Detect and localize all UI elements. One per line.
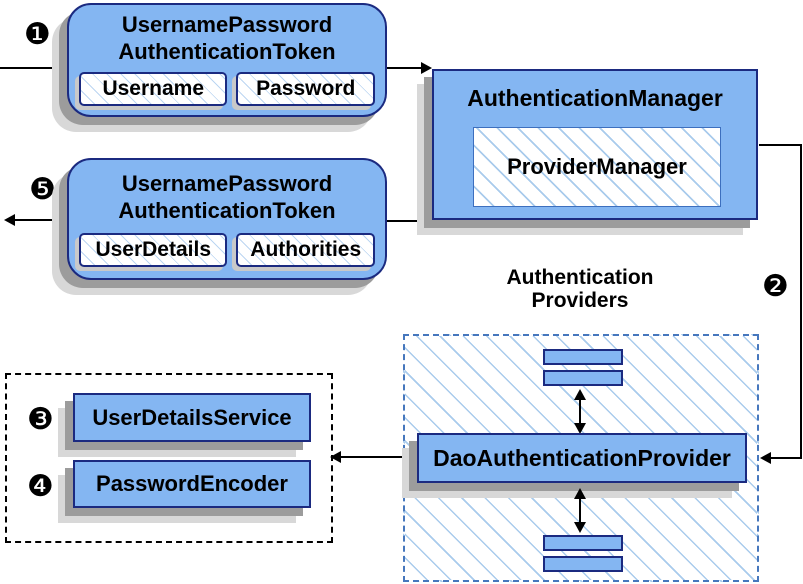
authorities-field-box: Authorities	[236, 233, 375, 267]
arrow-up-icon	[574, 488, 586, 499]
connector-manager-to-token-line	[387, 220, 433, 222]
connector-response-out-line	[15, 219, 67, 221]
arrow-up-icon	[574, 389, 586, 400]
authentication-manager-title: AuthenticationManager	[467, 85, 723, 111]
arrow-down-icon	[574, 423, 586, 434]
arrow-right-icon	[421, 62, 432, 74]
dao-authentication-provider-box: DaoAuthenticationProvider	[417, 433, 747, 483]
arrow-left-icon	[4, 214, 15, 226]
step-4-badge: ❹	[27, 469, 54, 504]
connector-step2-vertical-line	[800, 144, 802, 459]
request-token-title: UsernamePassword AuthenticationToken	[69, 11, 385, 65]
password-encoder-box: PasswordEncoder	[73, 460, 311, 508]
request-token-fields: Username Password	[79, 72, 375, 106]
request-token-title-line2: AuthenticationToken	[118, 39, 336, 64]
providers-heading-line1: Authentication	[506, 266, 654, 289]
providers-heading-line2: Providers	[531, 289, 629, 312]
step-1-badge: ❶	[24, 17, 51, 52]
step-5-badge: ❺	[29, 172, 56, 207]
collaborators-group-box	[5, 373, 333, 543]
arrow-left-icon	[760, 452, 771, 464]
authentication-manager-box: AuthenticationManager ProviderManager	[432, 69, 758, 220]
connector-bars-to-provider-line	[579, 398, 581, 424]
connector-step2-bottom-line	[771, 457, 801, 459]
provider-placeholder-bar	[543, 370, 623, 386]
user-details-service-box: UserDetailsService	[73, 393, 311, 442]
connector-provider-to-bars-line	[579, 497, 581, 523]
connector-token-to-manager-line	[387, 67, 422, 69]
step-2-badge: ❷	[762, 269, 789, 304]
arrow-left-icon	[330, 451, 341, 463]
step-3-badge: ❸	[27, 402, 54, 437]
response-token-title: UsernamePassword AuthenticationToken	[69, 170, 385, 224]
provider-manager-box: ProviderManager	[473, 127, 721, 207]
providers-heading: Authentication Providers	[450, 266, 710, 312]
response-token-box: UsernamePassword AuthenticationToken Use…	[67, 158, 387, 280]
provider-placeholder-bar	[543, 556, 623, 572]
connector-provider-to-collaborators-line	[341, 456, 417, 458]
response-token-title-line2: AuthenticationToken	[118, 198, 336, 223]
connector-step2-top-line	[759, 144, 802, 146]
provider-placeholder-bar	[543, 535, 623, 551]
connector-request-in-line	[0, 67, 67, 69]
password-field-box: Password	[236, 72, 375, 106]
request-token-title-line1: UsernamePassword	[121, 12, 333, 37]
username-field-box: Username	[79, 72, 228, 106]
arrow-down-icon	[574, 522, 586, 533]
userdetails-field-box: UserDetails	[79, 233, 228, 267]
request-token-box: UsernamePassword AuthenticationToken Use…	[67, 3, 387, 117]
response-token-fields: UserDetails Authorities	[79, 233, 375, 267]
provider-placeholder-bar	[543, 349, 623, 365]
response-token-title-line1: UsernamePassword	[121, 171, 333, 196]
